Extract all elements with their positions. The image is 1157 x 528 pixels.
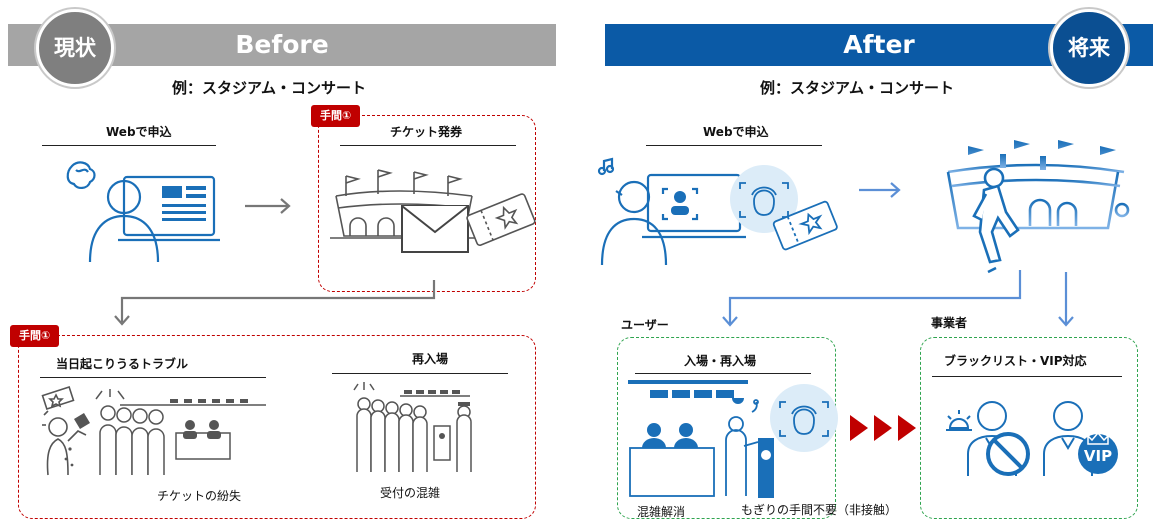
blacklist-vip-box (920, 337, 1138, 519)
caption-reception-crowd: 受付の混雑 (380, 486, 441, 500)
forward-triangles (850, 415, 916, 441)
user-label: ユーザー (621, 318, 669, 332)
caption-lost-ticket: チケットの紛失 (157, 489, 242, 503)
hassle-tag-ticket: 手間① (311, 105, 361, 127)
caption-contactless: もぎりの手間不要（非接触） (741, 503, 898, 517)
ticket-issue-underline (340, 145, 516, 146)
reentry-title: 再入場 (412, 352, 449, 366)
connector-arrow-gray (114, 280, 436, 326)
before-title: Before (235, 30, 329, 59)
ticket-issue-box (318, 115, 536, 292)
before-example: 例：スタジアム・コンサート (172, 79, 366, 97)
after-example: 例：スタジアム・コンサート (760, 79, 954, 97)
stadium-envelope-ticket-icon (330, 169, 536, 253)
after-badge: 将来 (1050, 9, 1128, 87)
before-web-apply-underline (42, 145, 216, 146)
before-badge: 現状 (36, 9, 114, 87)
vip-label: VIP (1084, 447, 1112, 465)
after-web-apply-underline (646, 145, 822, 146)
blacklist-person-icon (946, 401, 1030, 476)
trouble-underline (40, 377, 266, 378)
contactless-gate-icon (628, 380, 838, 498)
operator-label: 事業者 (931, 316, 968, 330)
trouble-box (18, 335, 536, 519)
after-title: After (843, 30, 915, 59)
split-arrows-blue (722, 270, 1074, 327)
before-web-apply-label: Webで申込 (106, 125, 172, 139)
right-arrow-gray (245, 198, 291, 214)
person-face-auth-laptop-icon (597, 157, 838, 266)
after-web-apply-label: Webで申込 (703, 125, 769, 139)
trouble-title: 当日起こりうるトラブル (56, 357, 189, 371)
hassle-tag-trouble: 手間① (10, 325, 60, 347)
entry-title: 入場・再入場 (684, 354, 757, 368)
ticket-issue-label: チケット発券 (390, 125, 463, 139)
stadium-walking-person-icon (942, 140, 1134, 274)
lost-ticket-queue-icon (41, 386, 266, 476)
blacklist-vip-title: ブラックリスト・VIP対応 (944, 354, 1087, 368)
entry-underline (635, 373, 811, 374)
vip-person-icon: VIP (1043, 401, 1118, 476)
caption-crowd-relief: 混雑解消 (637, 505, 686, 519)
person-with-laptop-icon (66, 161, 220, 263)
reception-crowd-icon (353, 382, 472, 472)
right-arrow-blue (859, 182, 901, 198)
reentry-underline (332, 373, 508, 374)
blacklist-vip-underline (932, 376, 1122, 377)
